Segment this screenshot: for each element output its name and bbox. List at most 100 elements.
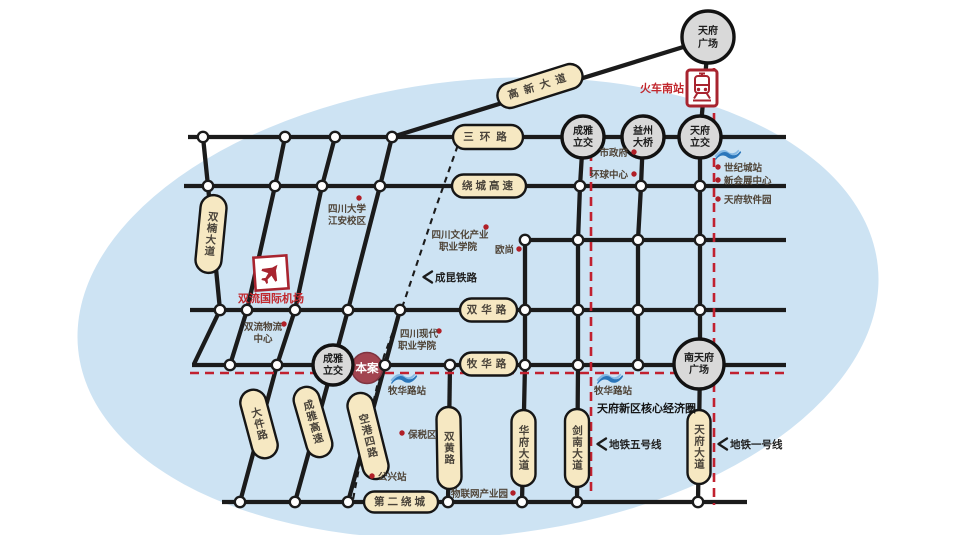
poi-label: 欧尚 — [495, 244, 514, 256]
poi-iot-park: 物联网产业园 — [451, 488, 516, 500]
poi-label-line2: 中心 — [253, 333, 273, 345]
road-label: 牧华路 — [467, 357, 511, 370]
pill-third-ring: 三环路 — [451, 123, 525, 151]
interchange-circle — [560, 114, 606, 160]
junction-dot — [278, 130, 292, 144]
poi-dot — [281, 321, 287, 327]
road-label: 华府大道 — [518, 424, 530, 471]
junction-dot — [341, 495, 355, 509]
interchange-tianfu-square: 天府 广场 — [680, 9, 736, 65]
pill-shuangnan-avenue: 双楠大道 — [194, 193, 228, 275]
poi-muhua-station-west: 牧华路站 — [388, 373, 427, 397]
junction-dot — [288, 495, 302, 509]
pill-shape — [239, 388, 279, 460]
interchange-circle — [680, 9, 736, 65]
junction-dot — [693, 303, 707, 317]
poi-label: 物联网产业园 — [451, 488, 508, 500]
junction-dot — [571, 358, 585, 372]
poi-bonded-zone: 保税区 — [399, 429, 437, 441]
poi-dot — [715, 164, 721, 170]
poi-label: 新会展中心 — [724, 175, 772, 187]
interchange-label-line1: 天府 — [690, 124, 710, 137]
pill-shape — [435, 405, 463, 491]
junction-dot — [515, 495, 529, 509]
road-junction-dots — [196, 130, 707, 509]
junction-dot — [328, 130, 342, 144]
poi-dot — [356, 195, 362, 201]
poi-label: 世纪城站 — [724, 162, 763, 174]
interchange-label-line2: 广场 — [689, 363, 709, 376]
pill-muhua-road: 牧华路 — [458, 351, 519, 377]
junction-dot — [315, 179, 329, 193]
road-label: 第二绕城 — [374, 495, 428, 508]
train-station-icon — [685, 68, 719, 108]
junction-dot — [691, 495, 705, 509]
pill-shape — [346, 391, 390, 481]
pill-shape — [362, 490, 440, 514]
junction-dot — [571, 303, 585, 317]
junction-dot — [240, 303, 254, 317]
junction-dot — [373, 179, 387, 193]
train-icon — [693, 72, 711, 102]
interchange-label-line2: 大桥 — [633, 136, 654, 149]
pill-shape — [510, 408, 537, 488]
junction-dot — [393, 303, 407, 317]
airport-label: 双流国际机场 — [238, 291, 304, 305]
road-label: 绕城高速 — [462, 179, 516, 192]
junction-dot — [201, 179, 215, 193]
pill-chengya-expressway: 成雅高速 — [292, 385, 334, 459]
junction-dot — [631, 358, 645, 372]
road-label: 天府大道 — [693, 424, 705, 470]
poi-global-center: 环球中心 — [590, 169, 637, 181]
junction-dot — [213, 303, 227, 317]
poi-modern-college: 四川现代 职业学院 — [398, 328, 442, 352]
poi-dot — [369, 473, 375, 479]
poi-dot — [516, 246, 522, 252]
pill-huafu-avenue: 华府大道 — [510, 408, 537, 488]
pill-shuanghuang-road: 双黄路 — [435, 405, 463, 491]
chevron-left-icon — [596, 437, 608, 451]
city-halo — [77, 77, 879, 535]
junction-dot — [570, 495, 584, 509]
road-label: 双华路 — [466, 303, 511, 316]
poi-dot — [715, 196, 721, 202]
road-label: 双楠大道 — [203, 211, 220, 258]
interchange-circles: 天府 广场 成雅 立交 益州 大桥 天府 立交 成雅 立交 南天府 广场 — [311, 9, 736, 391]
pill-shuanghua-road: 双华路 — [458, 297, 519, 323]
chevron-left-icon — [717, 437, 729, 451]
south-railway-station: 火车南站 — [640, 68, 719, 108]
interchange-circle — [311, 343, 355, 387]
pill-shape — [194, 193, 228, 275]
interchange-label-line2: 立交 — [690, 136, 710, 149]
junction-dot — [571, 233, 585, 247]
poi-dot — [631, 171, 637, 177]
site-label: 本案 — [356, 361, 379, 375]
junction-dot — [378, 358, 392, 372]
plane-icon — [261, 264, 278, 284]
junction-dot — [196, 130, 210, 144]
junction-dot — [441, 495, 455, 509]
interchange-label-line2: 立交 — [323, 364, 343, 377]
poi-dot — [436, 328, 442, 334]
poi-dot — [510, 490, 516, 496]
pill-shape — [458, 297, 519, 323]
pill-shape — [686, 408, 712, 486]
metro-line1-label: 地铁一号线 — [730, 438, 783, 451]
airport-icon — [252, 254, 290, 292]
poi-label-line2: 职业学院 — [439, 241, 478, 253]
junction-dot — [693, 179, 707, 193]
poi-label-line2: 江安校区 — [328, 215, 367, 227]
junction-dot — [573, 179, 587, 193]
rail-labels: 成昆铁路 地铁五号线 地铁一号线 天府新区核心经济圈 — [422, 270, 783, 451]
interchange-yizhou-bridge: 益州 大桥 — [620, 114, 666, 160]
interchange-circle — [677, 114, 723, 160]
pill-dajian-road: 大件路 — [239, 388, 279, 460]
poi-label-line2: 职业学院 — [398, 340, 437, 352]
poi-dot — [715, 177, 721, 183]
junction-dot — [270, 358, 284, 372]
site-marker: 本案 — [350, 351, 384, 385]
poi-label: 天府软件园 — [724, 194, 772, 206]
chevron-left-icon — [422, 270, 434, 284]
